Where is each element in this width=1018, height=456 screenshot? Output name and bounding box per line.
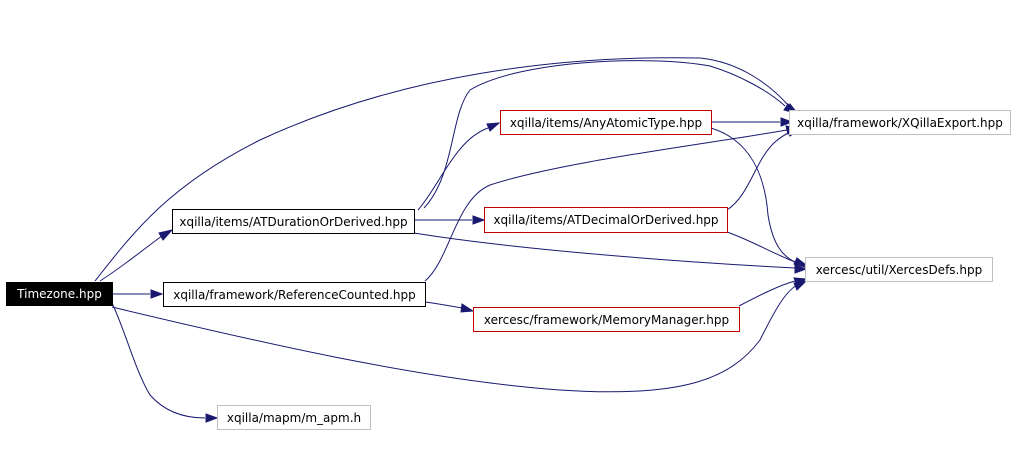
- node-memmgr[interactable]: xercesc/framework/MemoryManager.hpp: [473, 307, 740, 332]
- edge-timezone-to-mapm: [111, 302, 206, 419]
- edge-atduration-to-anyatomic: [417, 127, 489, 211]
- edge-atdecimal-to-xqillaexport: [726, 131, 791, 211]
- arrowhead: [158, 229, 174, 241]
- node-timezone-label: Timezone.hpp: [17, 287, 102, 301]
- node-anyatomic-label: xqilla/items/AnyAtomicType.hpp: [509, 115, 703, 130]
- node-atdecimal-label: xqilla/items/ATDecimalOrDerived.hpp: [493, 213, 719, 227]
- edge-anyatomic-to-xercesdefs: [710, 127, 796, 263]
- edge-memmgr-to-xercesdefs: [738, 280, 796, 307]
- edge-atdecimal-to-xercesdefs: [726, 231, 796, 263]
- edge-refcounted-to-xqillaexport: [424, 129, 788, 282]
- node-xqillaexport-label: xqilla/framework/XQillaExport.hpp: [797, 115, 1003, 130]
- edge-timezone-to-atduration: [99, 235, 163, 282]
- arrowhead: [150, 289, 164, 299]
- node-mapm[interactable]: xqilla/mapm/m_apm.h: [217, 405, 371, 430]
- edge-atduration-to-xqillaexport: [423, 60, 786, 209]
- arrowhead: [793, 277, 808, 286]
- edge-refcounted-to-memmgr: [424, 301, 463, 309]
- arrowhead: [794, 257, 808, 266]
- arrowhead: [794, 264, 808, 274]
- node-atduration-label: xqilla/items/ATDurationOrDerived.hpp: [179, 214, 408, 229]
- node-xercesdefs[interactable]: xercesc/util/XercesDefs.hpp: [805, 257, 993, 282]
- node-refcounted[interactable]: xqilla/framework/ReferenceCounted.hpp: [163, 282, 426, 307]
- arrowhead: [486, 122, 501, 132]
- node-atdecimal[interactable]: xqilla/items/ATDecimalOrDerived.hpp: [484, 207, 728, 233]
- edge-atduration-to-xercesdefs: [413, 232, 796, 269]
- arrowhead: [460, 303, 475, 313]
- arrowhead: [780, 117, 794, 127]
- node-xqillaexport[interactable]: xqilla/framework/XQillaExport.hpp: [789, 110, 1011, 135]
- node-refcounted-label: xqilla/framework/ReferenceCounted.hpp: [173, 287, 416, 302]
- node-xercesdefs-label: xercesc/util/XercesDefs.hpp: [815, 262, 983, 277]
- node-timezone[interactable]: Timezone.hpp: [6, 282, 113, 306]
- node-memmgr-label: xercesc/framework/MemoryManager.hpp: [483, 312, 730, 327]
- edge-timezone-to-xqillaexport: [94, 57, 789, 282]
- arrowhead: [205, 413, 219, 423]
- arrowhead: [472, 215, 486, 225]
- node-anyatomic[interactable]: xqilla/items/AnyAtomicType.hpp: [500, 110, 712, 135]
- edge-timezone-to-xercesdefs: [111, 284, 798, 393]
- node-atduration[interactable]: xqilla/items/ATDurationOrDerived.hpp: [172, 209, 415, 234]
- node-mapm-label: xqilla/mapm/m_apm.h: [226, 410, 362, 425]
